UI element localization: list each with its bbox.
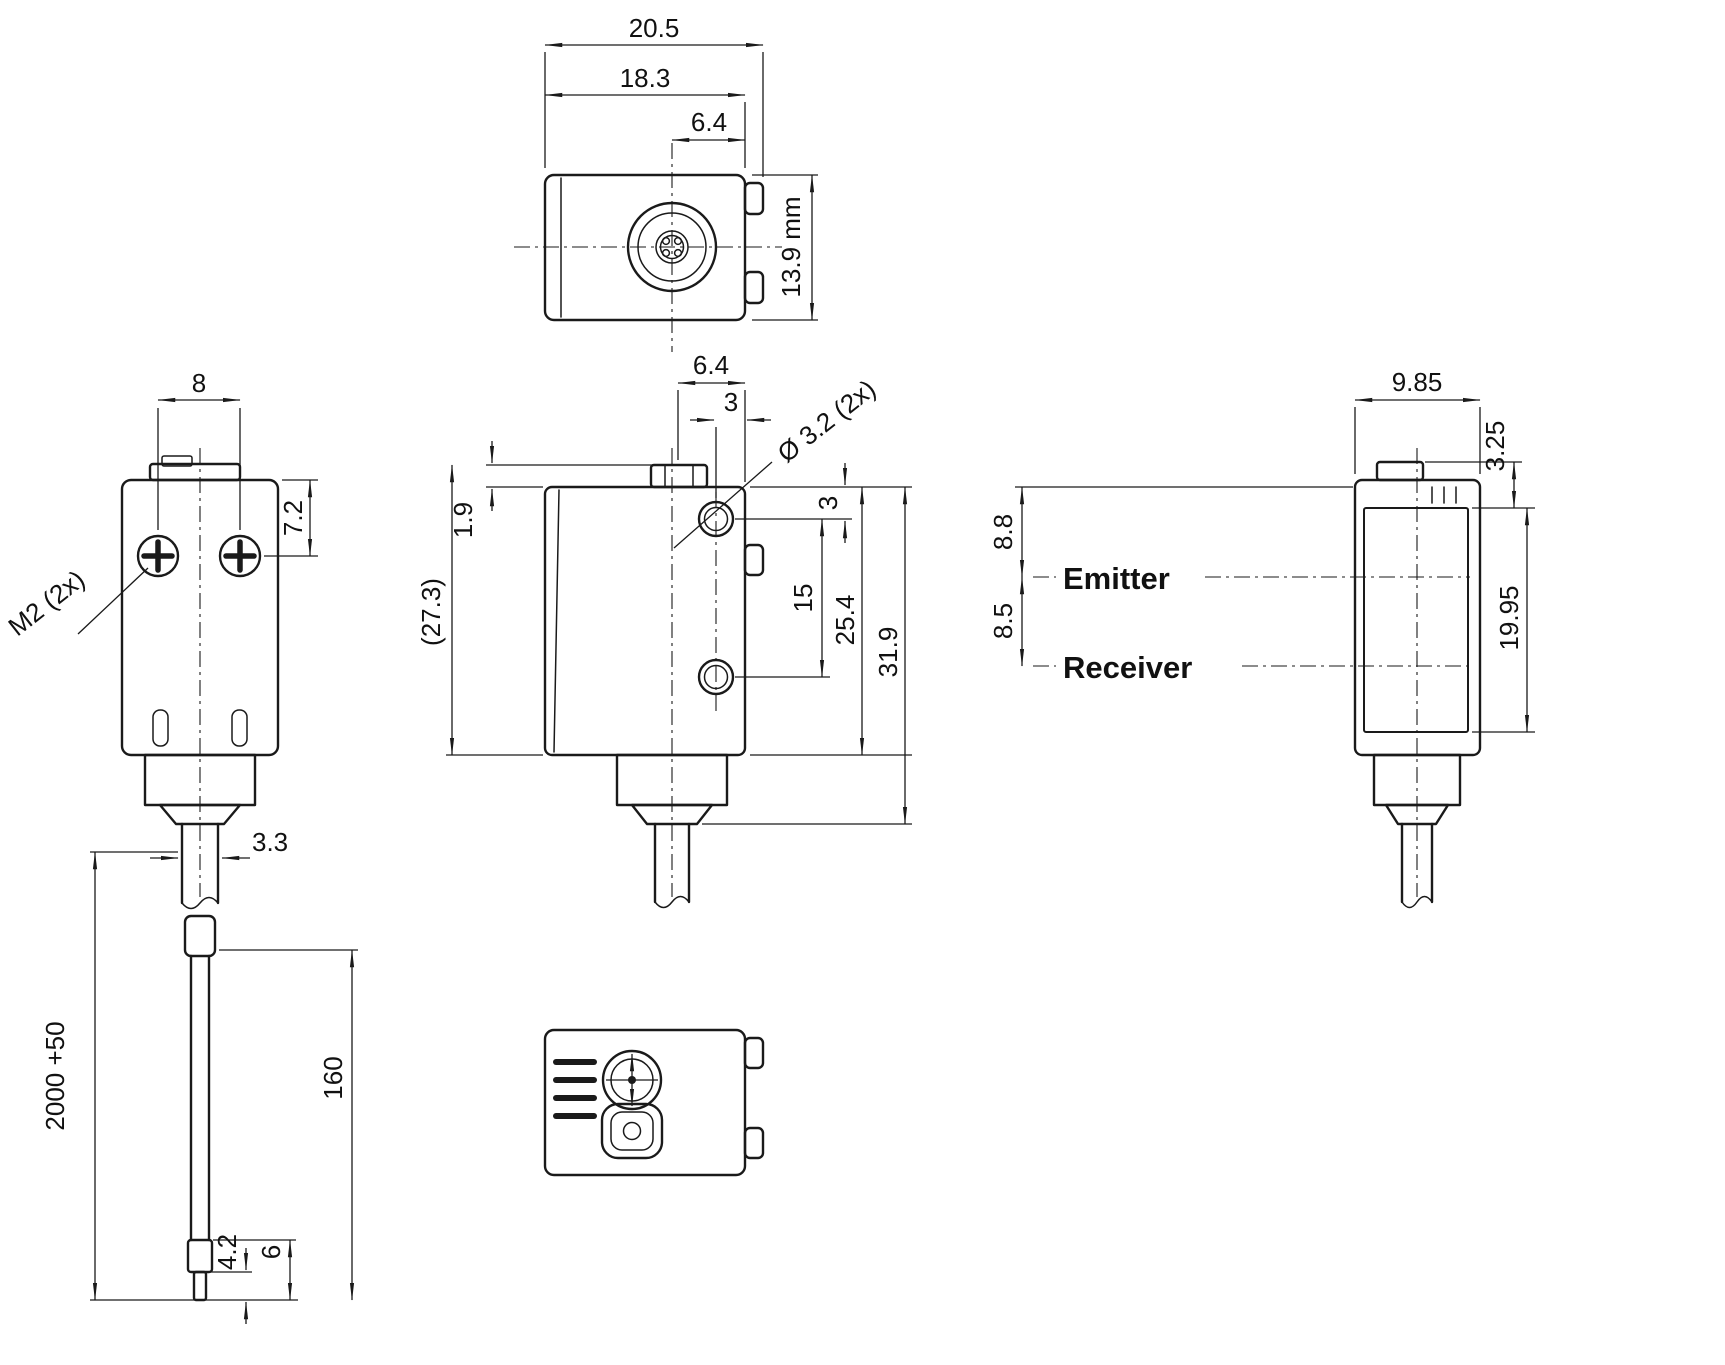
cable-break (1401, 895, 1433, 909)
cable-break (654, 895, 690, 909)
top-tab-lower (743, 270, 765, 305)
dim-connector-offset: 6.4 (691, 107, 727, 137)
dim-cable-length: 2000 +50 (40, 1021, 70, 1130)
led-bezel (600, 1102, 664, 1160)
cable-tip (192, 1270, 208, 1302)
m2-leader-line (77, 567, 149, 635)
side-gland-taper (630, 803, 714, 826)
receiver-label: Receiver (1063, 650, 1192, 685)
front-window (1363, 507, 1469, 733)
dim-axis-spacing: 8.5 (988, 603, 1018, 639)
dim-body-height: 25.4 (830, 595, 860, 646)
connector-pin (673, 236, 683, 246)
screw-left (136, 534, 180, 578)
emitter-label: Emitter (1063, 561, 1170, 596)
front-gland-taper (1384, 803, 1450, 826)
dim-tab-height: 1.9 (448, 502, 478, 538)
dim-tail-length: 160 (318, 1056, 348, 1099)
side-view-centerlines (671, 448, 717, 897)
dim-screw-spacing: 8 (192, 368, 206, 398)
dim-window-height: 19.95 (1494, 585, 1524, 650)
bottom-tab-lower (743, 1126, 765, 1160)
bottom-view-outline (543, 1028, 765, 1177)
dim-tip-length: 4.2 (212, 1234, 242, 1270)
dim-screw-offset: 7.2 (278, 500, 308, 536)
dim-connector-offset-side: 6.4 (693, 350, 729, 380)
side-front-face-line (553, 489, 560, 753)
screw-right (218, 534, 262, 578)
dim-body-width: 18.3 (620, 63, 671, 93)
side-view-outline (543, 463, 765, 909)
hole-diameter-label: Ø 3.2 (2x) (772, 374, 882, 469)
dim-total-height: 31.9 (873, 627, 903, 678)
top-view-dimensions: 20.5 18.3 6.4 13.9 mm (544, 13, 818, 321)
bottom-housing (543, 1028, 747, 1177)
side-view-dimensions: 6.4 3 Ø 3.2 (2x) 1.9 (27.3) 3 15 25.4 31… (416, 350, 912, 825)
dim-cable-diameter: 3.3 (252, 827, 288, 857)
front-tab (1375, 460, 1425, 482)
cable-break (181, 896, 219, 910)
back-gland-taper (158, 803, 242, 826)
dim-overall-width: 20.5 (629, 13, 680, 43)
top-view-centerlines (514, 143, 782, 352)
back-view-outline (120, 455, 280, 1302)
bottom-tab-upper (743, 1036, 765, 1070)
adjustment-center (628, 1076, 636, 1084)
front-view-centerlines (1033, 448, 1470, 897)
top-tab-upper (743, 181, 765, 216)
dim-emitter-offset: 8.8 (988, 514, 1018, 550)
front-view-dimensions: 9.85 3.25 8.8 8.5 19.95 Emitter Receiver (988, 367, 1535, 733)
led-indicator (622, 1121, 642, 1141)
side-housing (543, 485, 747, 757)
front-view-outline (1353, 460, 1482, 909)
side-tab-right (743, 543, 765, 577)
dim-hole-spacing: 15 (788, 584, 818, 613)
front-view: 9.85 3.25 8.8 8.5 19.95 Emitter Receiver (988, 367, 1535, 909)
dim-hole-top-offset: 3 (813, 496, 843, 510)
dim-ref-height: (27.3) (416, 578, 446, 646)
side-view: 6.4 3 Ø 3.2 (2x) 1.9 (27.3) 3 15 25.4 31… (416, 350, 912, 909)
back-view: 8 7.2 M2 (2x) 3.3 2000 +50 160 4.2 6 (3, 368, 358, 1324)
led-bezel-inner (610, 1111, 654, 1151)
connector-pin (661, 236, 671, 246)
dim-housing-height: 13.9 mm (776, 196, 806, 297)
cable-sleeve (183, 914, 217, 958)
side-tab (649, 463, 709, 489)
dim-front-width: 9.85 (1392, 367, 1443, 397)
top-view: 20.5 18.3 6.4 13.9 mm (514, 13, 818, 352)
adjustment-screw (601, 1049, 663, 1111)
cable-ferrule (186, 1238, 214, 1274)
connector-pin (673, 248, 683, 258)
back-slot-left (152, 709, 169, 747)
back-slot-right (231, 709, 248, 747)
bottom-view (543, 1028, 765, 1177)
dim-end-length: 6 (256, 1245, 286, 1259)
back-tab-bump (161, 455, 193, 467)
thread-label: M2 (2x) (3, 564, 91, 642)
dim-top-offset: 3.25 (1480, 421, 1510, 472)
dim-hole-edge-offset: 3 (724, 387, 738, 417)
hole-leader-line (673, 461, 773, 549)
back-view-dimensions: 8 7.2 M2 (2x) 3.3 2000 +50 160 4.2 6 (3, 368, 358, 1324)
connector-pin (661, 248, 671, 258)
